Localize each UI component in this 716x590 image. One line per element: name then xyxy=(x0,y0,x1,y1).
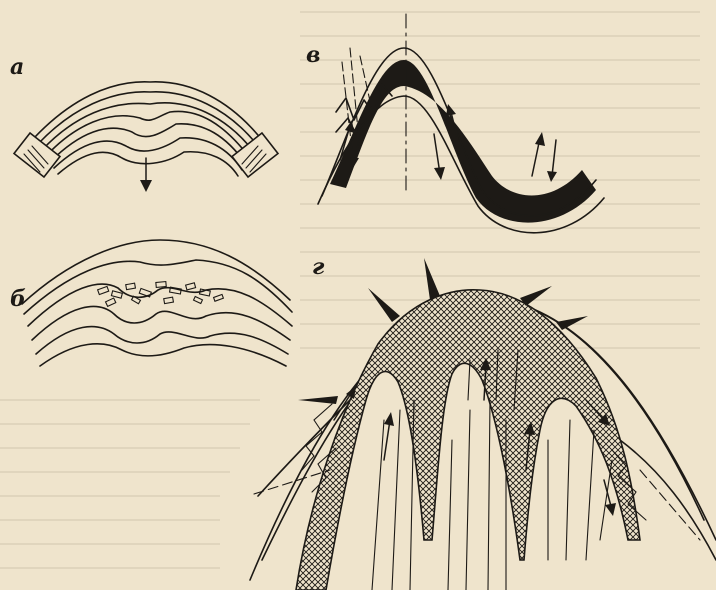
panel-v: в xyxy=(306,14,604,233)
anticline-layers xyxy=(22,240,292,366)
panel-b: б xyxy=(10,240,292,366)
right-clamp xyxy=(232,133,278,177)
panel-label-b: б xyxy=(10,286,26,312)
bent-layers xyxy=(34,82,262,176)
lens-inclusions xyxy=(98,282,224,307)
panel-label-g: г xyxy=(312,254,325,280)
crosshatched-core xyxy=(296,290,640,590)
page-bleed-through xyxy=(0,12,700,568)
panel-a: а xyxy=(10,54,278,192)
panel-label-v: в xyxy=(306,42,320,68)
panel-label-a: а xyxy=(10,54,24,80)
s-fold-layer xyxy=(318,48,604,233)
panel-g: г xyxy=(250,254,716,590)
